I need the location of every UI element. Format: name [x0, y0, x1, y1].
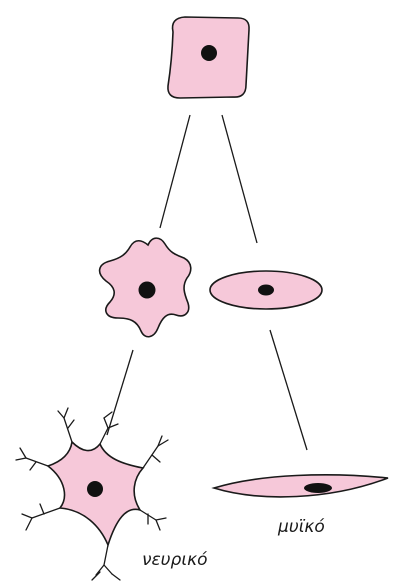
muscle-cell [214, 475, 388, 497]
stem-cell-nucleus [201, 45, 217, 61]
stem-cell [168, 17, 249, 98]
connector-stem-to-star [160, 115, 190, 228]
star-cell [100, 238, 191, 337]
connector-star-to-neuron [107, 350, 133, 435]
muscle-cell-label: μυϊκό [278, 517, 325, 537]
oval-cell [210, 271, 322, 309]
muscle-cell-body [214, 475, 388, 497]
muscle-cell-nucleus [304, 483, 332, 493]
oval-cell-nucleus [258, 285, 274, 296]
nerve-cell-nucleus [87, 481, 103, 497]
star-cell-nucleus [139, 282, 156, 299]
connector-stem-to-oval [222, 115, 257, 243]
connector-oval-to-muscle [270, 330, 307, 450]
nerve-cell-label: νευρικό [142, 550, 208, 570]
